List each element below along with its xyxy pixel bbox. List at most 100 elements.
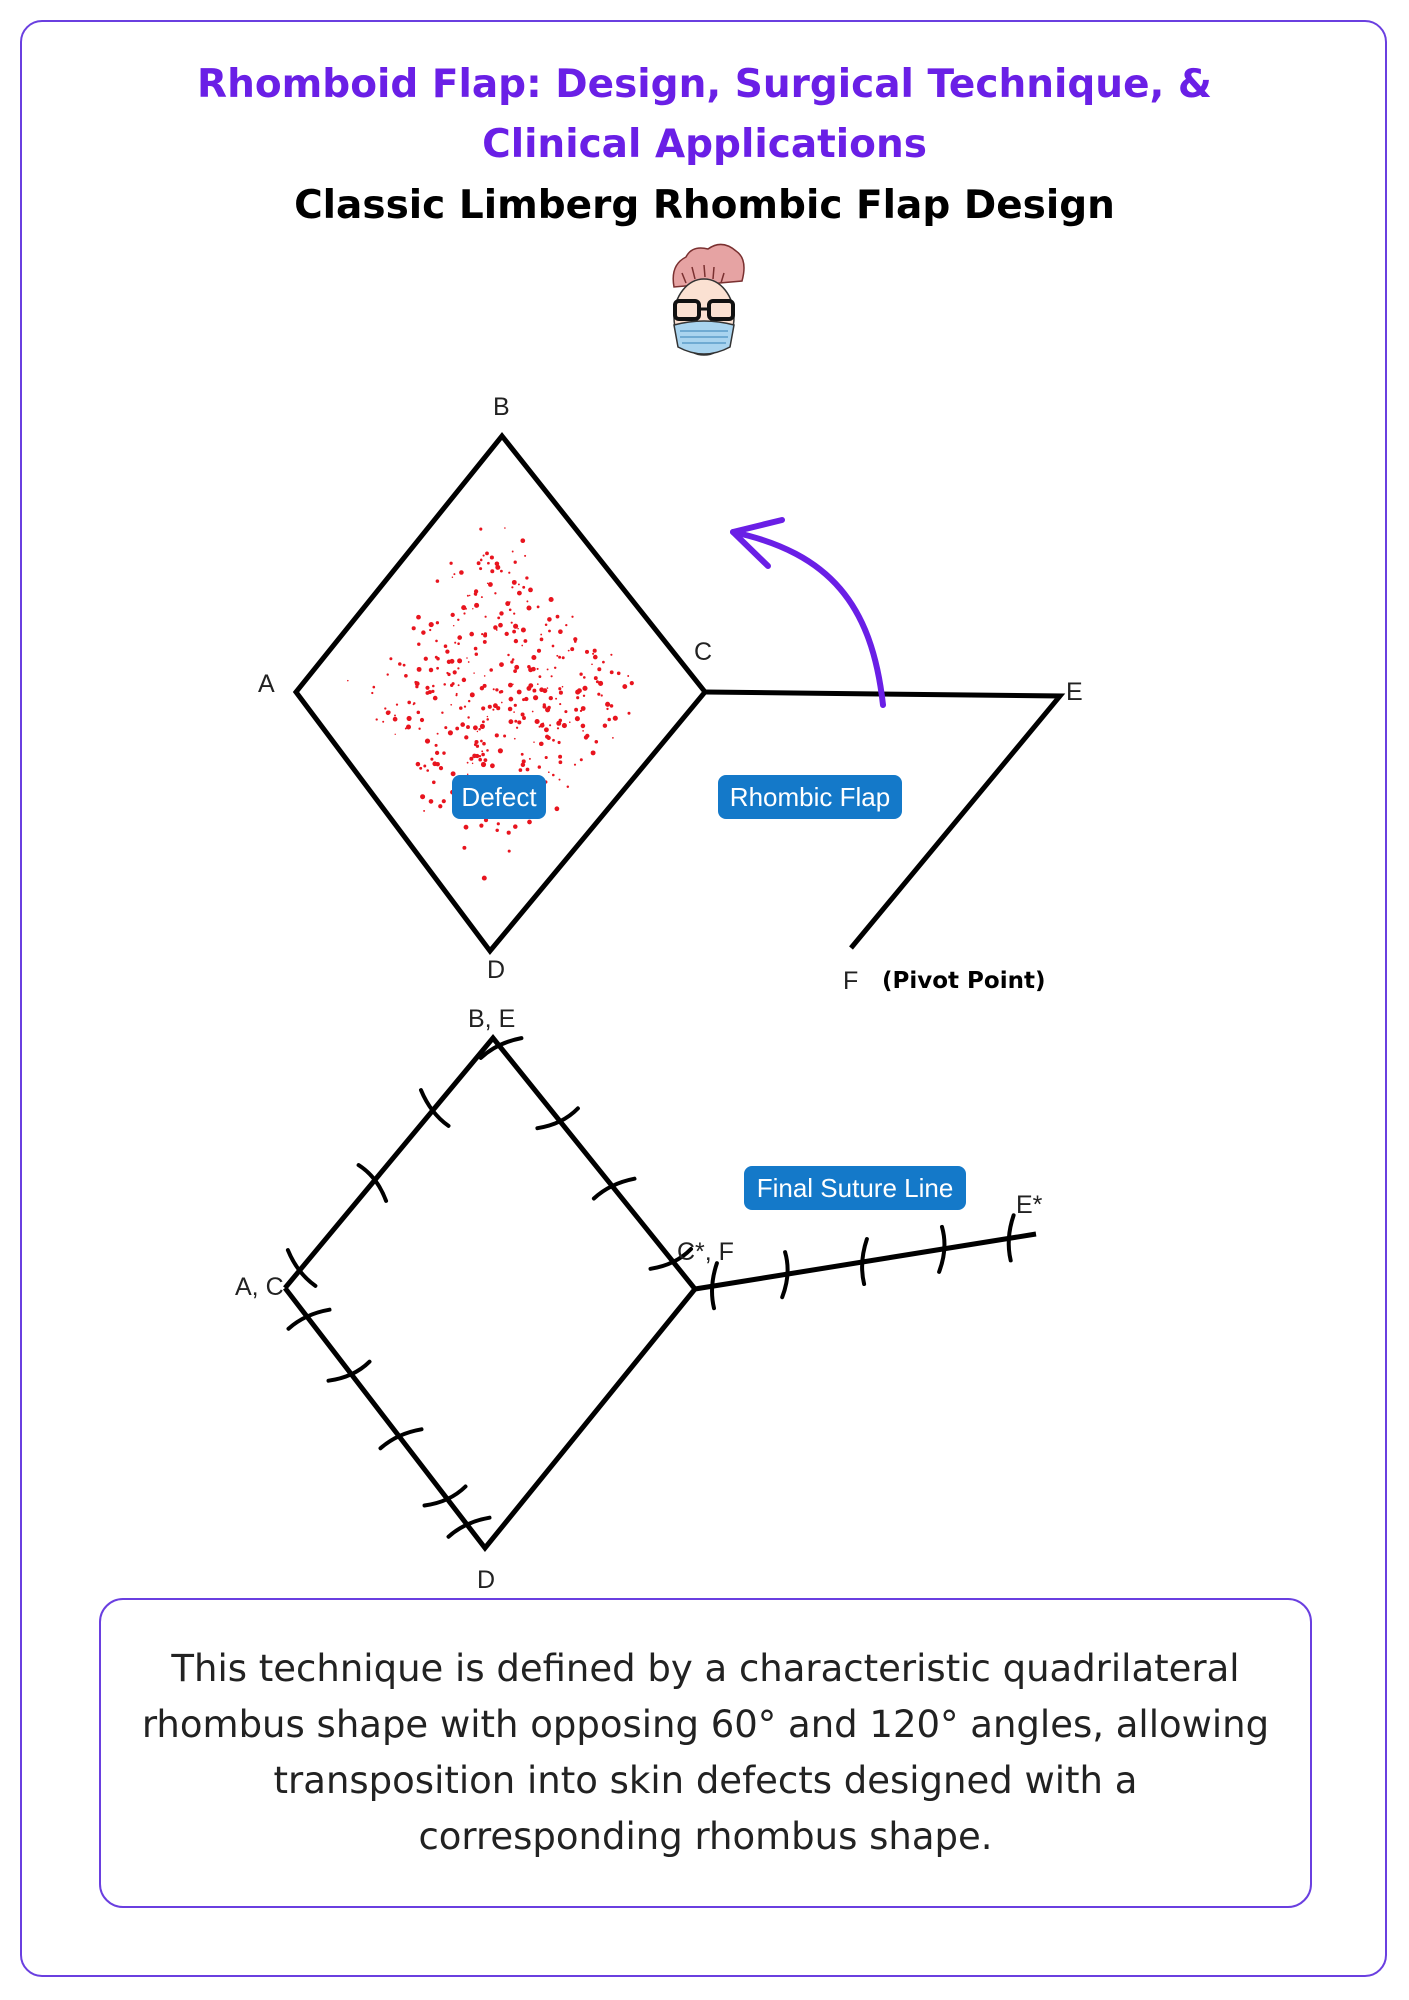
defect-dot [627, 675, 630, 677]
defect-dot [428, 799, 434, 804]
defect-dot [421, 630, 426, 635]
suture-marks [285, 1036, 1016, 1539]
defect-dot [482, 554, 485, 557]
defect-dot [582, 730, 584, 732]
defect-dot [395, 703, 399, 706]
defect-dot [482, 706, 485, 709]
defect-dot [481, 875, 487, 881]
page-title-line-1: Rhomboid Flap: Design, Surgical Techniqu… [197, 62, 1212, 107]
defect-dot [579, 758, 583, 762]
suture-tick [478, 1036, 524, 1060]
defect-dot [531, 666, 536, 672]
defect-dot [467, 661, 470, 663]
defect-dot [413, 702, 416, 705]
final-suture-line [694, 1231, 1037, 1292]
defect-dot [598, 680, 604, 686]
defect-dot [486, 582, 489, 585]
defect-dot [521, 759, 526, 764]
defect-dot [474, 602, 480, 608]
defect-dot [486, 715, 489, 718]
defect-dot [434, 743, 438, 747]
defect-dot [547, 771, 550, 774]
defect-dot [593, 676, 598, 681]
defect-dot [536, 605, 540, 609]
defect-dot [539, 637, 544, 642]
defect-dot [431, 689, 435, 694]
defect-dot [494, 561, 500, 566]
defect-dot [347, 679, 349, 682]
defect-dot [441, 711, 444, 714]
defect-dot [508, 719, 514, 725]
defect-dot [520, 627, 526, 633]
defect-dot [419, 717, 425, 723]
defect-dot [479, 823, 484, 828]
defect-tag-text: Defect [461, 782, 537, 812]
defect-dot [486, 749, 489, 752]
defect-dot [435, 579, 440, 583]
defect-dot [394, 733, 396, 735]
defect-dot [500, 569, 503, 573]
defect-dot [457, 658, 463, 664]
defect-dot [451, 576, 454, 579]
defect-dot [573, 637, 578, 642]
suture-tick [285, 1248, 318, 1288]
defect-dot [498, 622, 503, 628]
defect-dot [552, 773, 555, 777]
defect-dot [597, 692, 601, 696]
defect-dot [590, 750, 596, 756]
defect-dot [428, 667, 434, 673]
defect-dot [479, 527, 483, 531]
defect-dot [522, 716, 526, 720]
defect-dot [474, 652, 479, 656]
defect-dot [548, 695, 553, 701]
point-c-label: C [694, 638, 712, 666]
defect-dot [574, 716, 580, 722]
suture-tick [422, 1484, 468, 1508]
defect-dot [525, 576, 529, 580]
defect-dot [524, 554, 527, 557]
defect-dot [546, 687, 549, 689]
defect-dot [622, 684, 628, 690]
defect-dot [558, 687, 562, 691]
defect-dot [507, 706, 513, 712]
defect-dot [473, 672, 475, 674]
point-f-label: F [843, 967, 858, 995]
defect-dot [382, 720, 385, 723]
defect-dot [507, 849, 511, 853]
defect-dot [416, 710, 421, 715]
defect-dot [527, 819, 532, 825]
defect-dot [481, 750, 484, 753]
defect-dot [574, 707, 579, 712]
defect-dot [582, 694, 586, 697]
defect-dot [452, 624, 455, 627]
closure-outline [283, 1034, 699, 1553]
rhombic-flap-tag-text: Rhombic Flap [730, 782, 890, 812]
defect-rhombus [292, 431, 709, 956]
defect-dot [483, 632, 488, 636]
point-e-label: E [1066, 678, 1083, 706]
defect-dot [544, 623, 548, 626]
defect-dot [605, 701, 611, 707]
defect-dot [513, 623, 519, 629]
defect-dot [538, 675, 542, 679]
defect-dot [506, 830, 511, 835]
defect-dot [425, 685, 430, 690]
suture-tick [446, 1515, 492, 1539]
defect-dot [520, 712, 525, 717]
defect-dot [492, 688, 495, 691]
defect-dot [547, 617, 552, 622]
point-e-star-label: E* [1016, 1191, 1043, 1219]
defect-dot [533, 741, 535, 743]
defect-dot [513, 711, 515, 713]
defect-dot [490, 763, 495, 769]
defect-dot [481, 632, 484, 636]
defect-dot [392, 716, 398, 722]
rotation-arrow-icon [730, 529, 886, 708]
defect-dot [389, 657, 393, 661]
defect-dot [499, 611, 504, 616]
defect-dot [597, 667, 602, 672]
defect-dot [498, 690, 502, 694]
defect-dot [483, 675, 486, 677]
defect-dot [564, 710, 568, 714]
defect-dot [432, 684, 435, 688]
